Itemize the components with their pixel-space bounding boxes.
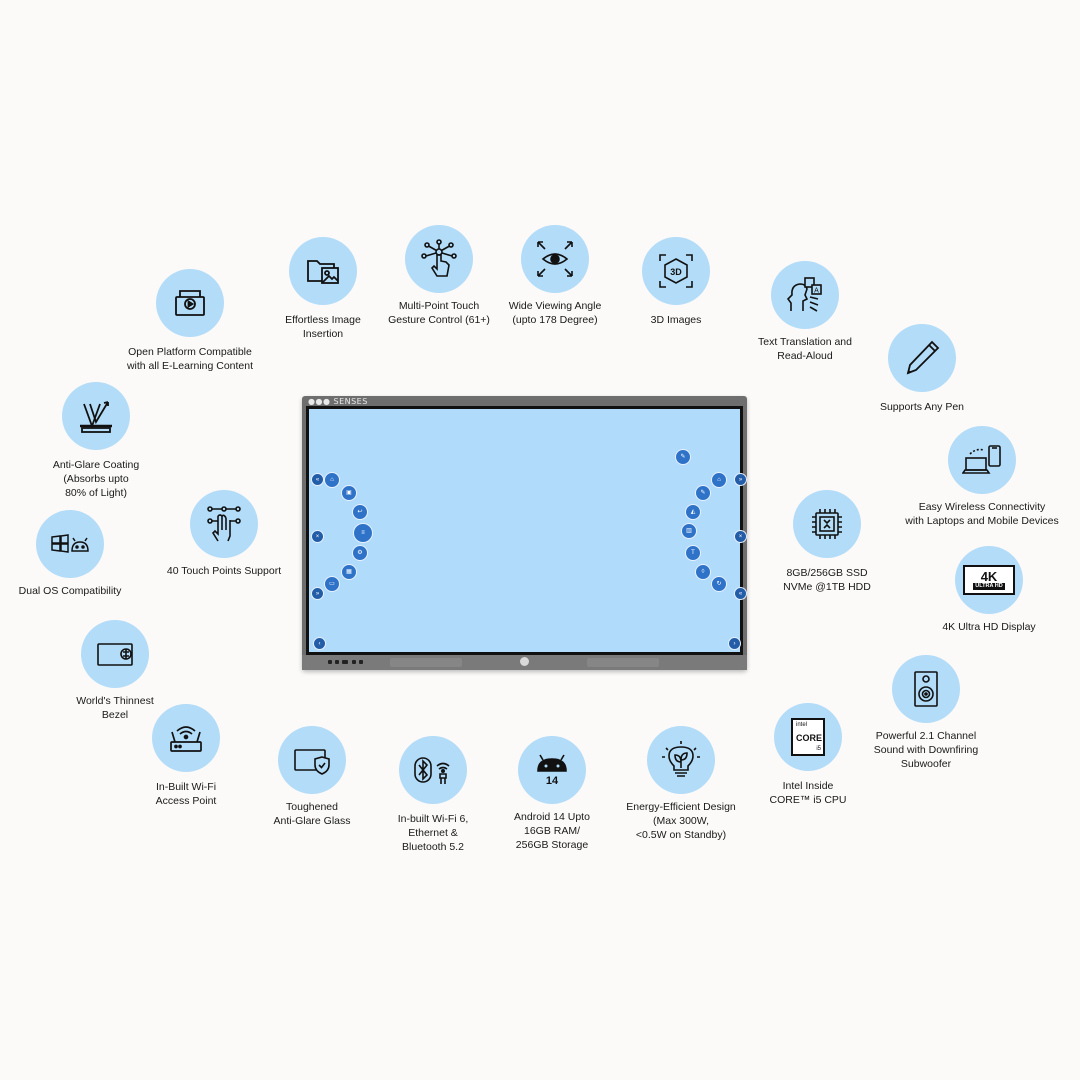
pen-icon xyxy=(888,324,956,392)
right-chart-tool-button[interactable]: ▥ xyxy=(681,523,697,539)
home-tool-button[interactable]: ⌂ xyxy=(324,472,340,488)
port xyxy=(335,660,339,664)
4k-badge-bottom: ULTRA HD xyxy=(973,583,1005,590)
feature-label: 40 Touch Points Support xyxy=(166,565,282,577)
right-close-button[interactable]: × xyxy=(734,530,747,543)
right-pen-tool-button[interactable]: ✎ xyxy=(695,485,711,501)
feature-label: Android 14 Upto 16GB RAM/ 256GB Storage xyxy=(514,811,590,851)
3d-cube-icon: 3D xyxy=(642,237,710,305)
intel-badge: intel CORE i5 xyxy=(791,718,825,756)
display-screen: « × » ⌂ ▣ ↩ ≡ ⚙ ▦ ▭ ✎ » × « ⌂ ✎ ◭ ▥ T ◊ … xyxy=(309,409,747,652)
right-eraser-tool-button[interactable]: ◊ xyxy=(695,564,711,580)
intel-badge-top: intel xyxy=(796,722,808,728)
svg-text:A: A xyxy=(814,288,819,295)
feature-label: World's Thinnest Bezel xyxy=(76,695,154,721)
4k-ultrahd-icon: 4K ULTRA HD xyxy=(955,546,1023,614)
right-text-tool-button[interactable]: T xyxy=(685,545,701,561)
feature-label: In-built Wi-Fi 6, Ethernet & Bluetooth 5… xyxy=(397,813,469,853)
speaker-grille xyxy=(390,658,462,667)
play-folder-icon xyxy=(156,269,224,337)
right-shape-tool-button[interactable]: ◭ xyxy=(685,504,701,520)
right-home-tool-button[interactable]: ⌂ xyxy=(711,472,727,488)
port xyxy=(342,660,348,664)
windows-android-icon xyxy=(36,510,104,578)
feature-label: Powerful 2.1 Channel Sound with Downfiri… xyxy=(873,730,979,770)
display-bezel: « × » ⌂ ▣ ↩ ≡ ⚙ ▦ ▭ ✎ » × « ⌂ ✎ ◭ ▥ T ◊ … xyxy=(306,406,747,655)
feature-label: 4K Ultra HD Display xyxy=(942,621,1036,633)
left-close-button[interactable]: × xyxy=(311,530,324,543)
android-14-icon: 14 xyxy=(518,736,586,804)
light-reflection-icon xyxy=(62,382,130,450)
image-folder-icon xyxy=(289,237,357,305)
feature-label: Anti-Glare Coating (Absorbs upto 80% of … xyxy=(52,459,140,499)
feature-label: In-Built Wi-Fi Access Point xyxy=(155,781,217,807)
feature-label: Effortless Image Insertion xyxy=(285,314,361,340)
apps-tool-button[interactable]: ▦ xyxy=(341,564,357,580)
feature-label: Toughened Anti-Glare Glass xyxy=(273,801,351,827)
port xyxy=(359,660,363,664)
feature-label: Energy-Efficient Design (Max 300W, <0.5W… xyxy=(626,801,736,841)
bottom-right-button[interactable]: › xyxy=(728,637,741,650)
feature-label: Supports Any Pen xyxy=(879,401,965,413)
feature-label: Open Platform Compatible with all E-Lear… xyxy=(126,346,254,372)
eco-bulb-icon xyxy=(647,726,715,794)
feature-label: Easy Wireless Connectivity with Laptops … xyxy=(905,501,1059,527)
thin-bezel-icon xyxy=(81,620,149,688)
eye-arrows-icon xyxy=(521,225,589,293)
intel-badge-mid: CORE xyxy=(796,733,823,743)
svg-text:3D: 3D xyxy=(670,267,682,277)
feature-label: 8GB/256GB SSD NVMe @1TB HDD xyxy=(783,567,871,593)
speaker-icon xyxy=(892,655,960,723)
right-expand-button[interactable]: « xyxy=(734,587,747,600)
speaking-head-translate-icon: A xyxy=(771,261,839,329)
left-collapse-button[interactable]: « xyxy=(311,473,324,486)
window-tool-button[interactable]: ▣ xyxy=(341,485,357,501)
intel-badge-bottom: i5 xyxy=(816,746,821,752)
bottom-left-button[interactable]: ‹ xyxy=(313,637,326,650)
chip-icon xyxy=(793,490,861,558)
interactive-display: ●●● SENSES « × » ⌂ ▣ ↩ ≡ ⚙ ▦ ▭ ✎ » × « ⌂… xyxy=(302,396,747,670)
router-icon xyxy=(152,704,220,772)
bluetooth-wifi-icon xyxy=(399,736,467,804)
shield-screen-icon xyxy=(278,726,346,794)
feature-label: Wide Viewing Angle (upto 178 Degree) xyxy=(508,300,602,326)
feature-label: Dual OS Compatibility xyxy=(18,585,122,597)
4k-badge: 4K ULTRA HD xyxy=(963,565,1015,595)
main-menu-button[interactable]: ≡ xyxy=(353,523,373,543)
back-tool-button[interactable]: ↩ xyxy=(352,504,368,520)
intel-core-icon: intel CORE i5 xyxy=(774,703,842,771)
4k-badge-top: 4K xyxy=(980,569,998,584)
feature-label: Text Translation and Read-Aloud xyxy=(758,336,852,362)
screen-tool-button[interactable]: ▭ xyxy=(324,576,340,592)
display-brand-logo: ●●● SENSES xyxy=(308,397,368,406)
display-logo xyxy=(520,657,529,666)
feature-label: Multi-Point Touch Gesture Control (61+) xyxy=(388,300,490,326)
floating-pen-button[interactable]: ✎ xyxy=(675,449,691,465)
port xyxy=(328,660,332,664)
right-refresh-tool-button[interactable]: ↻ xyxy=(711,576,727,592)
speaker-grille xyxy=(587,658,659,667)
display-bottom-bar xyxy=(302,655,747,670)
left-expand-button[interactable]: » xyxy=(311,587,324,600)
multi-touch-gesture-icon xyxy=(405,225,473,293)
laptop-phone-icon xyxy=(948,426,1016,494)
hand-touch-points-icon xyxy=(190,490,258,558)
port xyxy=(352,660,356,664)
feature-label: Intel Inside CORE™ i5 CPU xyxy=(769,780,847,806)
feature-label: 3D Images xyxy=(650,314,702,326)
right-collapse-button[interactable]: » xyxy=(734,473,747,486)
android-14-badge: 14 xyxy=(546,775,559,787)
settings-tool-button[interactable]: ⚙ xyxy=(352,545,368,561)
